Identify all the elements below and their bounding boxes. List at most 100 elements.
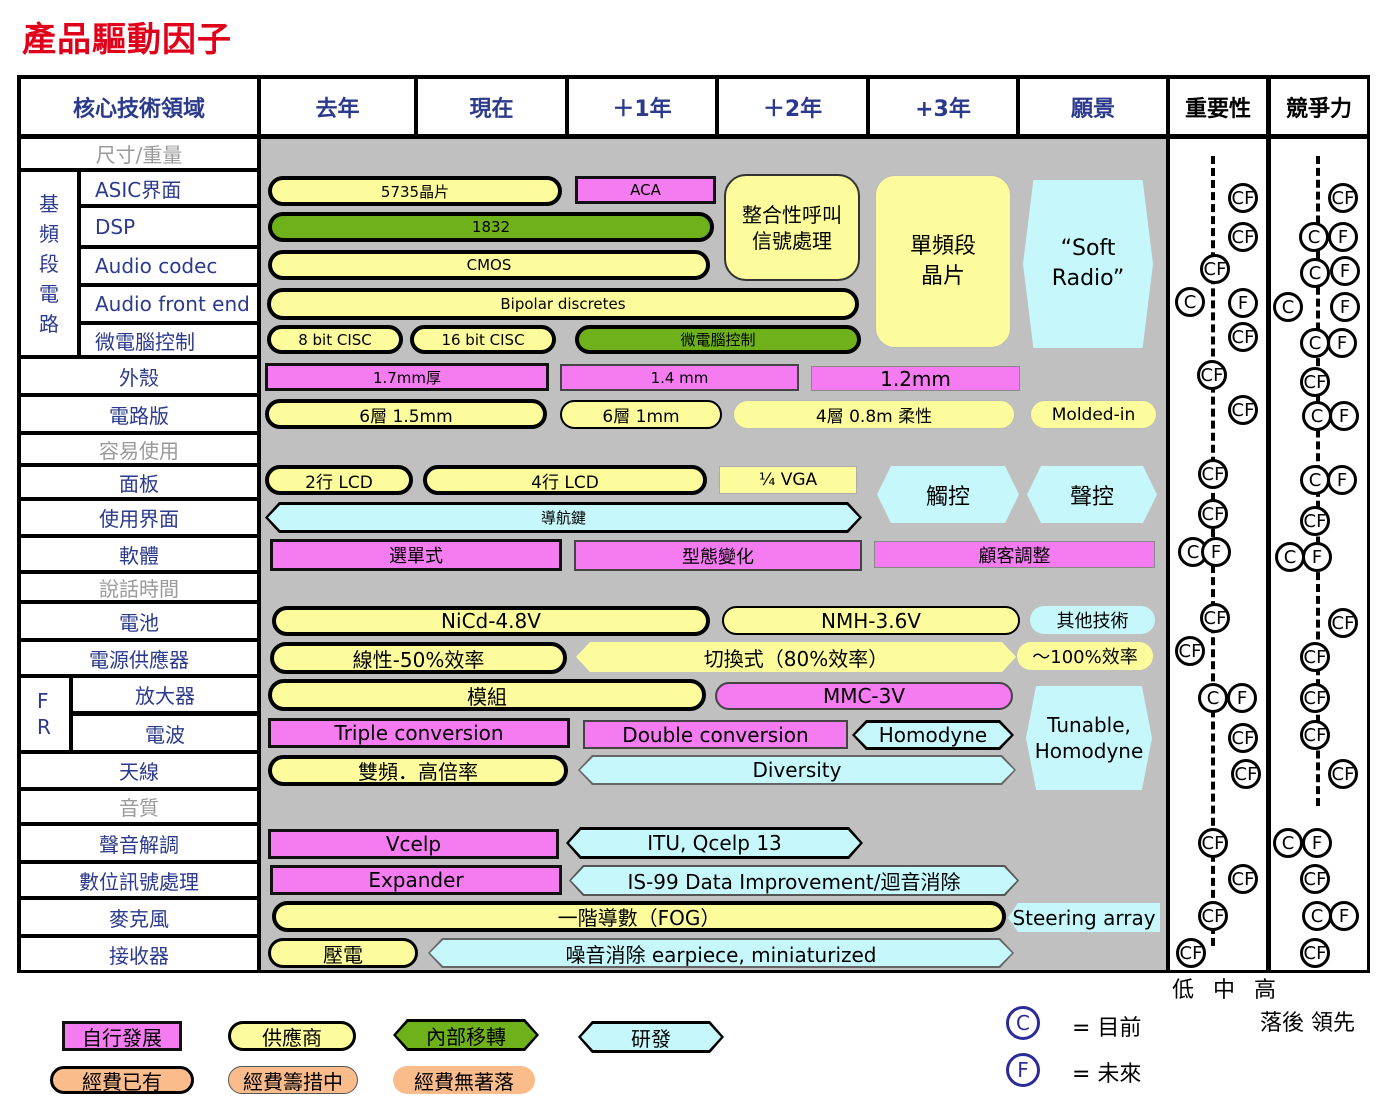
marker-cf: CF <box>1198 499 1228 529</box>
label-antenna: 天線 <box>21 754 257 787</box>
bar-8bit-cisc: 8 bit CISC <box>267 325 403 354</box>
bar-5735-chip: 5735晶片 <box>268 176 562 206</box>
marker-cf: CF <box>1228 723 1258 753</box>
legend-rnd: 研發 <box>578 1021 724 1053</box>
bar-dual-band-high-gain: 雙頻．高倍率 <box>268 755 568 786</box>
bar-vcelp: Vcelp <box>268 829 559 859</box>
header-plus1: ＋1年 <box>569 79 715 134</box>
bar-diversity: Diversity <box>578 755 1016 785</box>
bar-noise-cancel: 噪音消除 earpiece, miniaturized <box>428 938 1014 968</box>
page-title: 產品驅動因子 <box>22 20 232 60</box>
importance-scale: 低 中 高 <box>1172 978 1282 1003</box>
marker-f: F <box>1227 683 1257 713</box>
bar-bipolar-discretes: Bipolar discretes <box>267 288 859 320</box>
label-microphone: 麥克風 <box>21 900 257 934</box>
marker-cf: CF <box>1328 759 1358 789</box>
marker-cf: CF <box>1228 322 1258 352</box>
legend-internal-transfer-label: 內部移轉 <box>396 1022 536 1048</box>
marker-cf: CF <box>1200 603 1230 633</box>
marker-f: F <box>1327 465 1357 495</box>
legend-rnd-label: 研發 <box>581 1024 721 1050</box>
bar-aca: ACA <box>575 176 716 204</box>
header-last-year: 去年 <box>261 79 414 134</box>
bar-expander: Expander <box>270 865 562 895</box>
marker-cf: CF <box>1198 901 1228 931</box>
label-talk-time: 說話時間 <box>21 574 257 601</box>
marker-f: F <box>1330 292 1360 322</box>
bar-single-band-chip: 單頻段晶片 <box>875 175 1011 348</box>
bar-quarter-vga: ¼ VGA <box>719 466 857 494</box>
bar-voice-control: 聲控 <box>1027 466 1157 523</box>
bar-4line-lcd: 4行 LCD <box>423 465 707 495</box>
bar-molded-in: Molded-in <box>1030 400 1157 429</box>
bar-thickness-1-7mm: 1.7mm厚 <box>265 363 549 391</box>
bar-16bit-cisc: 16 bit CISC <box>410 325 556 354</box>
label-audio-codec: Audio codec <box>81 249 257 283</box>
legend-fund-raising: 經費籌措中 <box>228 1066 358 1094</box>
baseband-char: 段 <box>39 251 59 276</box>
label-radio-wave: 電波 <box>73 716 257 750</box>
marker-f: F <box>1330 256 1360 286</box>
bar-homodyne: Homodyne <box>852 720 1014 750</box>
marker-cf: CF <box>1198 459 1228 489</box>
marker-cf: CF <box>1228 222 1258 252</box>
label-audio-quality: 音質 <box>21 791 257 822</box>
bar-mmc-3v: MMC-3V <box>715 682 1013 710</box>
bar-tunable-homodyne: Tunable, Homodyne <box>1026 686 1152 790</box>
bar-soft-radio: “Soft Radio” <box>1023 180 1153 348</box>
rf-char: R <box>37 715 51 739</box>
marker-cf: CF <box>1175 636 1205 666</box>
header-plus3: +3年 <box>870 79 1016 134</box>
marker-cf: CF <box>1300 642 1330 672</box>
marker-f: F <box>1302 828 1332 858</box>
marker-cf: CF <box>1228 864 1258 894</box>
marker-cf: CF <box>1228 183 1258 213</box>
bar-homodyne-label: Homodyne <box>855 723 1011 747</box>
marker-f: F <box>1228 288 1258 318</box>
bar-navigation-keys: 導航鍵 <box>265 502 862 533</box>
legend-c-text: = 目前 <box>1072 1016 1142 1041</box>
bar-noise-cancel-label: 噪音消除 earpiece, miniaturized <box>430 940 1012 966</box>
bar-form-change: 型態變化 <box>574 540 862 571</box>
marker-cf: CF <box>1300 720 1330 750</box>
marker-cf: CF <box>1300 506 1330 536</box>
header-plus2: ＋2年 <box>719 79 866 134</box>
marker-f: F <box>1329 401 1359 431</box>
label-asic: ASIC界面 <box>81 172 257 204</box>
bar-navigation-keys-label: 導航鍵 <box>268 505 859 530</box>
label-software: 軟體 <box>21 538 257 570</box>
marker-c: C <box>1302 901 1332 931</box>
label-power-supply: 電源供應器 <box>21 642 257 674</box>
bar-triple-conversion: Triple conversion <box>268 718 570 748</box>
baseband-char: 路 <box>39 311 59 336</box>
header-importance: 重要性 <box>1170 79 1266 134</box>
marker-f: F <box>1201 537 1231 567</box>
bar-100pct-efficiency: ～100%效率 <box>1017 642 1153 670</box>
bar-touch-control: 觸控 <box>877 466 1019 523</box>
label-audio-front-end: Audio front end <box>81 287 257 321</box>
bar-menu-driven: 選單式 <box>270 539 562 571</box>
label-dsp: DSP <box>81 208 257 245</box>
marker-cf: CF <box>1300 938 1330 968</box>
marker-c: C <box>1273 828 1303 858</box>
label-receiver: 接收器 <box>21 938 257 970</box>
bar-module: 模組 <box>268 679 706 711</box>
label-vocoder: 聲音解調 <box>21 826 257 860</box>
label-size-weight: 尺寸/重量 <box>21 139 257 168</box>
marker-cf: CF <box>1300 367 1330 397</box>
label-pcb: 電路版 <box>21 397 257 431</box>
marker-cf: CF <box>1328 183 1358 213</box>
marker-f: F <box>1327 328 1357 358</box>
bar-is99-data-label: IS-99 Data Improvement/迴音消除 <box>571 867 1017 894</box>
label-amplifier: 放大器 <box>73 678 257 711</box>
legend-self-developed: 自行發展 <box>62 1021 182 1051</box>
marker-c: C <box>1198 683 1228 713</box>
bar-2line-lcd: 2行 LCD <box>265 465 413 495</box>
label-panel: 面板 <box>21 467 257 497</box>
label-rf-group: F R <box>21 678 69 750</box>
legend-funded: 經費已有 <box>50 1066 194 1094</box>
marker-c: C <box>1299 222 1329 252</box>
bar-4layer-flex: 4層 0.8m 柔性 <box>733 400 1015 429</box>
marker-cf: CF <box>1231 759 1261 789</box>
label-battery: 電池 <box>21 604 257 638</box>
